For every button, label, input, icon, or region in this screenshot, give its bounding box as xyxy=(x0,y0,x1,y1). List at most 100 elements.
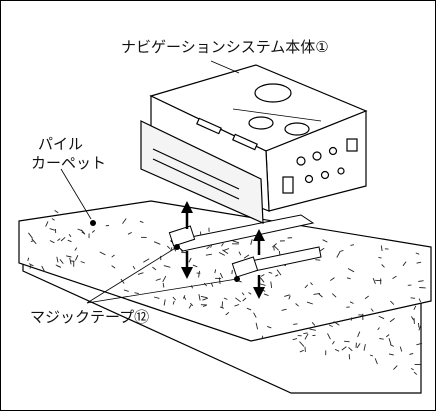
pile-stroke xyxy=(295,303,299,307)
pile-stroke xyxy=(309,328,316,331)
pile-stroke xyxy=(333,321,340,326)
pile-stroke xyxy=(346,277,351,280)
pile-stroke xyxy=(303,332,308,335)
pile-stroke xyxy=(381,264,385,268)
unit-label: ナビゲーションシステム本体① xyxy=(121,38,329,56)
pile-stroke xyxy=(225,311,230,316)
pile-stroke xyxy=(260,274,265,277)
pile-stroke xyxy=(183,296,187,300)
pile-stroke xyxy=(163,265,171,268)
pile-stroke xyxy=(166,245,171,250)
pile-stroke xyxy=(202,297,208,301)
pile-stroke xyxy=(336,251,341,258)
pile-stroke xyxy=(318,293,323,298)
pile-stroke xyxy=(389,318,395,323)
pile-stroke xyxy=(328,324,333,328)
pile-stroke xyxy=(123,289,129,292)
pile-stroke xyxy=(392,275,397,279)
pile-stroke xyxy=(272,243,277,248)
tape-label: マジックテープ⑫ xyxy=(30,308,150,326)
pile-stroke xyxy=(253,312,257,318)
pile-stroke xyxy=(67,239,72,243)
pile-stroke xyxy=(155,278,161,281)
pile-stroke xyxy=(91,230,95,233)
pile-stroke xyxy=(293,323,298,325)
pile-stroke xyxy=(322,239,328,243)
pile-stroke xyxy=(182,295,186,299)
pile-stroke xyxy=(29,264,32,269)
pile-stroke xyxy=(188,304,192,309)
pile-stroke xyxy=(344,340,350,343)
pile-stroke xyxy=(162,275,167,283)
pile-stroke xyxy=(372,278,376,285)
pile-stroke xyxy=(418,298,422,303)
pile-stroke xyxy=(111,265,116,269)
pile-stroke xyxy=(60,236,66,242)
pile-stroke xyxy=(222,249,229,254)
tape-piece-right xyxy=(231,256,259,278)
pile-stroke xyxy=(221,301,224,309)
pile-stroke xyxy=(139,220,144,224)
pile-stroke xyxy=(330,277,335,281)
pile-stroke xyxy=(77,228,83,232)
pile-stroke xyxy=(331,293,337,298)
pile-stroke xyxy=(299,341,305,347)
pile-stroke xyxy=(81,231,86,235)
pile-stroke xyxy=(153,241,161,245)
pile-stroke xyxy=(153,296,160,299)
pile-stroke xyxy=(275,274,279,277)
pile-stroke xyxy=(99,251,106,256)
pile-stroke xyxy=(273,245,280,251)
pile-stroke xyxy=(203,282,208,287)
pile-stroke xyxy=(219,272,224,279)
pile-stroke xyxy=(69,257,72,265)
pile-stroke xyxy=(28,232,33,239)
pile-stroke xyxy=(51,218,55,221)
carpet-upper xyxy=(18,200,432,342)
pile-stroke xyxy=(399,346,403,352)
pile-stroke xyxy=(238,251,242,256)
pile-stroke xyxy=(170,247,173,251)
pile-stroke xyxy=(370,308,374,312)
pile-stroke xyxy=(49,228,55,231)
pile-stroke xyxy=(259,277,265,283)
pile-stroke xyxy=(284,294,290,297)
pile-stroke xyxy=(304,284,309,289)
pile-stroke xyxy=(59,259,64,264)
pile-stroke xyxy=(415,252,420,255)
pile-stroke xyxy=(223,248,230,252)
pile-stroke xyxy=(276,269,282,276)
pile-stroke xyxy=(111,254,115,258)
pile-stroke xyxy=(377,327,380,331)
pile-stroke xyxy=(68,233,72,238)
pile-stroke xyxy=(413,305,417,311)
pile-stroke xyxy=(356,343,361,349)
pile-stroke xyxy=(357,331,361,338)
pile-stroke xyxy=(409,353,414,355)
pile-stroke xyxy=(152,266,157,271)
pile-stroke xyxy=(54,210,59,214)
pile-stroke xyxy=(206,245,210,250)
pile-stroke xyxy=(292,338,298,341)
pile-stroke xyxy=(66,255,72,258)
carpet-label-line2: カーペット xyxy=(31,154,107,172)
pile-stroke xyxy=(410,368,414,371)
pile-stroke xyxy=(386,334,390,338)
pile-stroke xyxy=(413,371,418,375)
pile-stroke xyxy=(74,255,79,261)
pile-stroke xyxy=(364,295,369,300)
pile-stroke xyxy=(270,281,273,289)
pile-stroke xyxy=(198,270,200,278)
pile-stroke xyxy=(350,244,355,246)
pile-stroke xyxy=(55,264,62,268)
pile-stroke xyxy=(273,246,275,251)
pile-stroke xyxy=(306,301,313,305)
pile-stroke xyxy=(304,333,309,340)
leader-tape-left xyxy=(86,246,178,304)
pile-stroke xyxy=(235,297,241,303)
pile-stroke xyxy=(390,300,395,305)
pile-stroke xyxy=(214,269,217,274)
pile-stroke xyxy=(205,253,212,256)
pile-stroke xyxy=(334,348,340,352)
pile-stroke xyxy=(27,257,30,261)
